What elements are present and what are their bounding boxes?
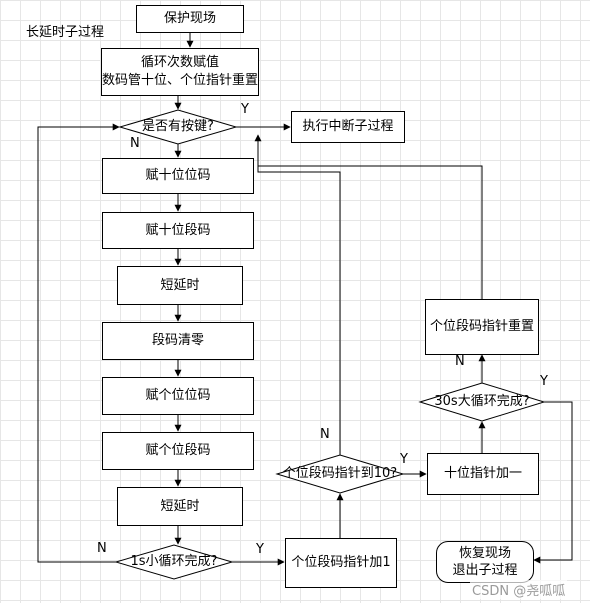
loop-30s-yes-label: Y [540, 374, 548, 389]
ones-segment-box: 赋个位段码 [102, 432, 254, 470]
loop-1s-yes-label: Y [256, 542, 264, 557]
key-check-label: 是否有按键? [142, 119, 214, 134]
short-delay-2-label: 短延时 [160, 498, 200, 514]
tens-segment-box: 赋十位段码 [102, 212, 254, 249]
pointer-10-no-label: N [320, 427, 330, 442]
init-label-line2: 数码管十位、个位指针重置 [102, 73, 259, 88]
short-delay-1-box: 短延时 [117, 266, 243, 305]
clear-segment-label: 段码清零 [151, 333, 204, 348]
loop-30s-no-label: N [455, 354, 465, 369]
pointer-10-yes-label: Y [400, 452, 408, 467]
loop-30s-label: 30s大循环完成? [434, 394, 530, 409]
protect-context-box: 保护现场 [136, 5, 244, 33]
ones-pointer-reset-box: 个位段码指针重置 [425, 299, 539, 355]
loop-1s-no-label: N [97, 541, 107, 556]
interrupt-box: 执行中断子过程 [291, 111, 405, 143]
tens-pointer-increment-label: 十位指针加一 [443, 466, 522, 481]
tens-segment-label: 赋十位段码 [145, 222, 211, 238]
ones-pointer-increment-box: 个位段码指针加1 [285, 538, 397, 588]
restore-label-line1: 恢复现场 [458, 546, 511, 561]
loop-1s-label: 1s小循环完成? [130, 554, 218, 569]
short-delay-1-label: 短延时 [160, 277, 200, 293]
key-check-yes-label: Y [241, 102, 249, 117]
protect-context-label: 保护现场 [163, 11, 216, 26]
short-delay-2-box: 短延时 [117, 487, 243, 526]
ones-pointer-increment-label: 个位段码指针加1 [291, 555, 391, 570]
restore-label-line2: 退出子过程 [452, 563, 518, 578]
init-label-line1: 循环次数赋值 [140, 55, 219, 70]
ones-position-label: 赋个位位码 [145, 388, 211, 403]
ones-segment-label: 赋个位段码 [145, 443, 211, 458]
key-check-no-label: N [130, 136, 140, 151]
pointer-to-10-label: 个位段码指针到10? [282, 466, 398, 481]
restore-exit-box: 恢复现场 退出子过程 [436, 541, 534, 583]
tens-position-label: 赋十位位码 [145, 168, 211, 183]
ones-pointer-reset-label: 个位段码指针重置 [429, 319, 534, 334]
tens-pointer-increment-box: 十位指针加一 [427, 453, 539, 495]
init-box: 循环次数赋值 数码管十位、个位指针重置 [101, 48, 259, 96]
tens-position-box: 赋十位位码 [102, 158, 254, 194]
ones-position-box: 赋个位位码 [102, 377, 254, 415]
clear-segment-box: 段码清零 [102, 322, 254, 360]
interrupt-label: 执行中断子过程 [302, 119, 394, 134]
csdn-watermark: CSDN @尧呱呱 [470, 580, 568, 599]
diagram-title: 长延时子过程 [26, 25, 105, 40]
